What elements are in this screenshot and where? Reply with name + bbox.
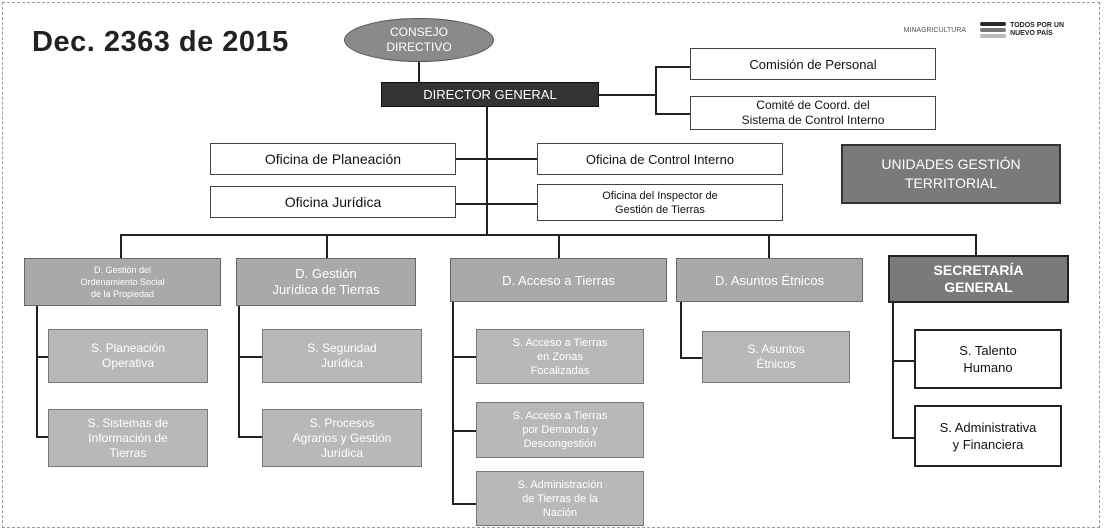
- secretaria-general: SECRETARÍA GENERAL: [888, 255, 1069, 303]
- sub-label: S. Administrativa y Financiera: [939, 420, 1037, 452]
- connector: [36, 305, 38, 437]
- sub-procesos-agrarios: S. Procesos Agrarios y Gestión Jurídica: [262, 409, 422, 467]
- oficina-inspector-node: Oficina del Inspector de Gestión de Tier…: [537, 184, 783, 221]
- sub-label: S. Acceso a Tierras por Demanda y Descon…: [512, 410, 608, 450]
- directorate-label: D. Acceso a Tierras: [502, 272, 615, 288]
- connector: [455, 158, 537, 160]
- directorate-label: D. Asuntos Étnicos: [714, 272, 825, 288]
- connector: [892, 437, 914, 439]
- consejo-directivo-label: CONSEJO DIRECTIVO: [386, 25, 452, 54]
- sub-sistemas-informacion: S. Sistemas de Información de Tierras: [48, 409, 208, 467]
- comision-personal-node: Comisión de Personal: [690, 48, 936, 80]
- connector: [768, 234, 770, 258]
- directorate-juridica-tierras: D. Gestión Jurídica de Tierras: [236, 258, 416, 306]
- connector: [452, 503, 476, 505]
- sub-administrativa-financiera: S. Administrativa y Financiera: [914, 405, 1062, 467]
- sub-label: S. Acceso a Tierras en Zonas Focalizadas: [512, 336, 608, 377]
- unidades-gestion-territorial-label: UNIDADES GESTIÓN TERRITORIAL: [881, 156, 1021, 191]
- connector: [238, 305, 240, 437]
- directorate-asuntos-etnicos: D. Asuntos Étnicos: [676, 258, 863, 302]
- government-logo: TODOS POR UN NUEVO PAÍS: [980, 22, 1064, 38]
- oficina-planeacion-node: Oficina de Planeación: [210, 143, 456, 175]
- directorate-label: D. Gestión del Ordenamiento Social de la…: [80, 265, 165, 299]
- sub-label: S. Asuntos Étnicos: [747, 342, 805, 371]
- connector: [36, 436, 48, 438]
- oficina-control-interno-label: Oficina de Control Interno: [585, 151, 735, 167]
- consejo-directivo-node: CONSEJO DIRECTIVO: [344, 18, 494, 62]
- oficina-juridica-label: Oficina Jurídica: [284, 194, 382, 210]
- directorate-label: D. Gestión Jurídica de Tierras: [272, 266, 380, 297]
- sub-label: S. Planeación Operativa: [90, 341, 166, 370]
- connector: [975, 234, 977, 258]
- comision-personal-label: Comisión de Personal: [749, 56, 877, 72]
- connector: [599, 94, 656, 96]
- connector: [238, 356, 262, 358]
- sub-label: S. Procesos Agrarios y Gestión Jurídica: [292, 415, 392, 460]
- connector: [452, 430, 476, 432]
- directorate-ordenamiento-social: D. Gestión del Ordenamiento Social de la…: [24, 258, 221, 306]
- connector: [655, 113, 691, 115]
- oficina-planeacion-label: Oficina de Planeación: [264, 151, 402, 167]
- connector: [455, 203, 537, 205]
- connector: [452, 356, 476, 358]
- sub-label: S. Sistemas de Información de Tierras: [87, 415, 169, 460]
- sub-acceso-demanda: S. Acceso a Tierras por Demanda y Descon…: [476, 402, 644, 458]
- directorate-label: SECRETARÍA GENERAL: [933, 262, 1024, 295]
- connector: [418, 60, 420, 83]
- connector: [680, 300, 682, 358]
- page-title: Dec. 2363 de 2015: [32, 26, 289, 58]
- sub-label: S. Administración de Tierras de la Nació…: [517, 478, 603, 519]
- sub-label: S. Talento Humano: [959, 343, 1017, 375]
- connector: [36, 356, 48, 358]
- ministry-logo: MINAGRICULTURA: [903, 26, 967, 34]
- sub-acceso-zonas-focalizadas: S. Acceso a Tierras en Zonas Focalizadas: [476, 329, 644, 384]
- comite-control-interno-node: Comité de Coord. del Sistema de Control …: [690, 96, 936, 130]
- connector: [558, 234, 560, 258]
- oficina-juridica-node: Oficina Jurídica: [210, 186, 456, 218]
- connector: [655, 66, 657, 114]
- connector: [655, 66, 691, 68]
- connector: [238, 436, 262, 438]
- connector: [452, 300, 454, 504]
- sub-label: S. Seguridad Jurídica: [307, 341, 377, 370]
- comite-control-interno-label: Comité de Coord. del Sistema de Control …: [741, 98, 885, 127]
- sub-asuntos-etnicos: S. Asuntos Étnicos: [702, 331, 850, 383]
- sub-administracion-tierras: S. Administración de Tierras de la Nació…: [476, 471, 644, 526]
- sub-seguridad-juridica: S. Seguridad Jurídica: [262, 329, 422, 383]
- director-general-node: DIRECTOR GENERAL: [381, 82, 599, 107]
- sub-talento-humano: S. Talento Humano: [914, 329, 1062, 389]
- sub-planeacion-operativa: S. Planeación Operativa: [48, 329, 208, 383]
- flag-icon: [980, 22, 1007, 38]
- connector: [892, 300, 894, 438]
- unidades-gestion-territorial-node: UNIDADES GESTIÓN TERRITORIAL: [841, 144, 1061, 204]
- connector: [892, 360, 914, 362]
- connector-main-trunk: [486, 107, 488, 235]
- connector: [680, 357, 702, 359]
- government-logo-text: TODOS POR UN NUEVO PAÍS: [1010, 22, 1064, 37]
- logos: MINAGRICULTURA TODOS POR UN NUEVO PAÍS: [904, 22, 1064, 38]
- connector: [326, 234, 328, 258]
- director-general-label: DIRECTOR GENERAL: [423, 87, 557, 102]
- directorate-acceso-tierras: D. Acceso a Tierras: [450, 258, 667, 302]
- oficina-control-interno-node: Oficina de Control Interno: [537, 143, 783, 175]
- connector-directorates-bar: [120, 234, 976, 236]
- connector: [120, 234, 122, 258]
- oficina-inspector-label: Oficina del Inspector de Gestión de Tier…: [602, 189, 718, 216]
